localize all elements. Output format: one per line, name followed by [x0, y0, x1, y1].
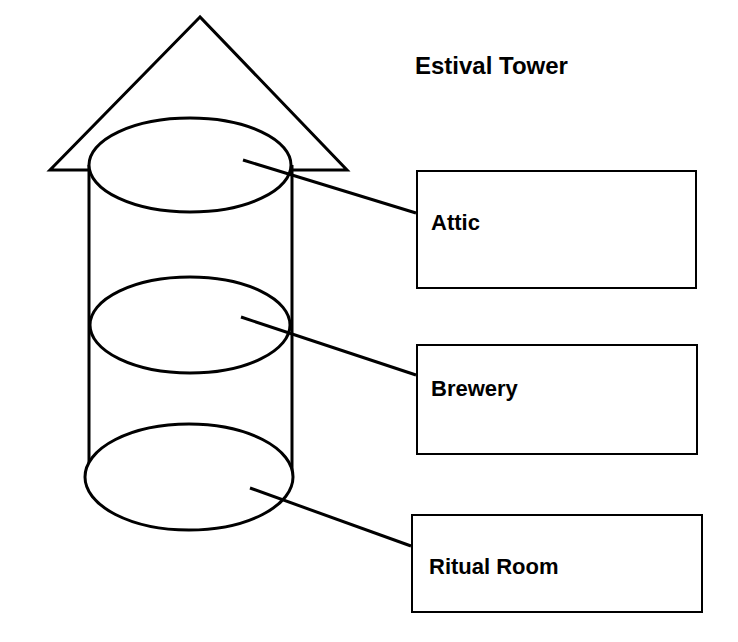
room-label: Attic: [431, 210, 480, 236]
room-box: Attic: [416, 170, 697, 289]
room-box: Ritual Room: [411, 514, 703, 613]
leader-line: [243, 160, 416, 213]
floor-ellipse: [90, 277, 290, 373]
room-label: Ritual Room: [429, 554, 559, 580]
floor-ellipse: [85, 424, 293, 530]
diagram-title: Estival Tower: [415, 52, 568, 81]
leader-line: [241, 317, 416, 375]
room-label: Brewery: [431, 376, 518, 402]
leader-line: [250, 488, 411, 546]
room-box: Brewery: [416, 344, 698, 455]
